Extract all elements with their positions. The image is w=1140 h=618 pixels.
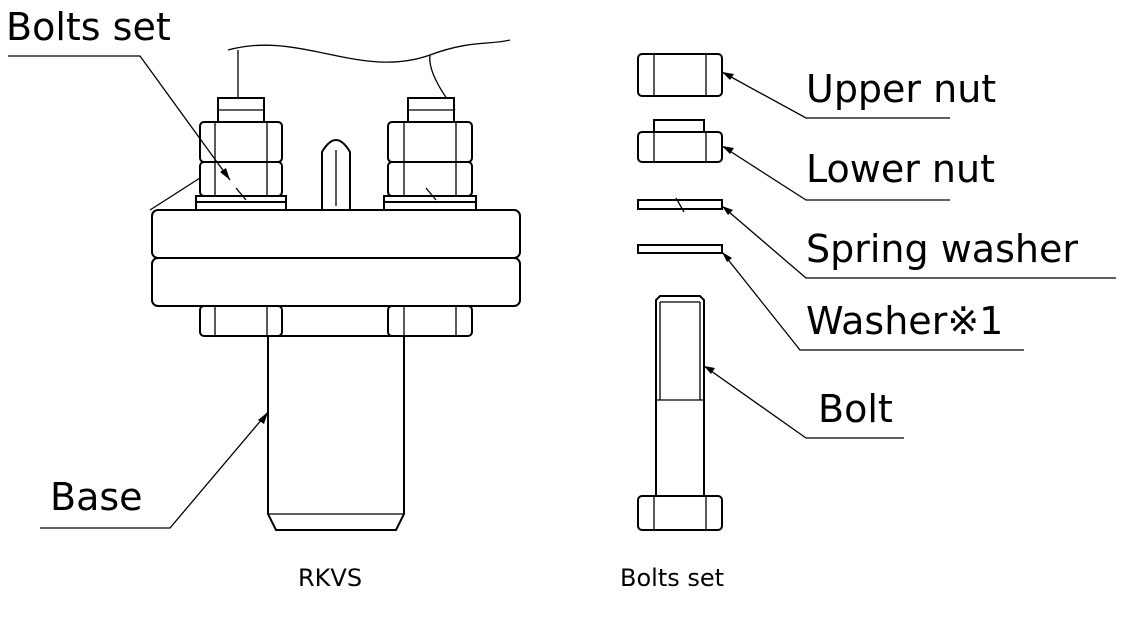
left-nut-stack [195, 121, 287, 211]
label-bolts-set: Bolts set [6, 5, 171, 49]
spring-washer-leader [721, 205, 1116, 279]
right-bolt-top [407, 97, 455, 123]
label-bolt: Bolt [818, 387, 893, 431]
label-lower-nut: Lower nut [806, 147, 995, 191]
bolts-set-exploded [637, 53, 1116, 531]
upper-body-outline [227, 39, 511, 111]
upper-nut-leader [721, 71, 950, 119]
lower-nut-leader [721, 145, 950, 201]
rkvs-assembly [8, 39, 521, 531]
right-nut-stack [383, 121, 477, 211]
label-washer: Washer※1 [806, 299, 1003, 343]
lower-flange [151, 257, 521, 307]
left-lower-nut [199, 305, 283, 337]
upper-flange [151, 209, 521, 259]
washer-leader [721, 251, 1024, 351]
label-base: Base [50, 475, 143, 519]
upper-nut-part [637, 53, 723, 97]
label-upper-nut: Upper nut [806, 67, 996, 111]
spring-washer-part [637, 197, 723, 213]
lower-nut-part [637, 119, 723, 163]
bolts-set-leader [8, 55, 231, 181]
base-column [267, 335, 405, 531]
caption-bolts-set: Bolts set [620, 564, 724, 592]
bolt-part [637, 295, 723, 531]
left-bolt-top [217, 97, 265, 123]
caption-rkvs: RKVS [298, 564, 362, 592]
base-leader [40, 411, 269, 529]
bolt-leader [703, 365, 904, 439]
right-lower-nut [387, 305, 473, 337]
washer-part [637, 244, 723, 254]
label-spring-washer: Spring washer [806, 227, 1078, 271]
